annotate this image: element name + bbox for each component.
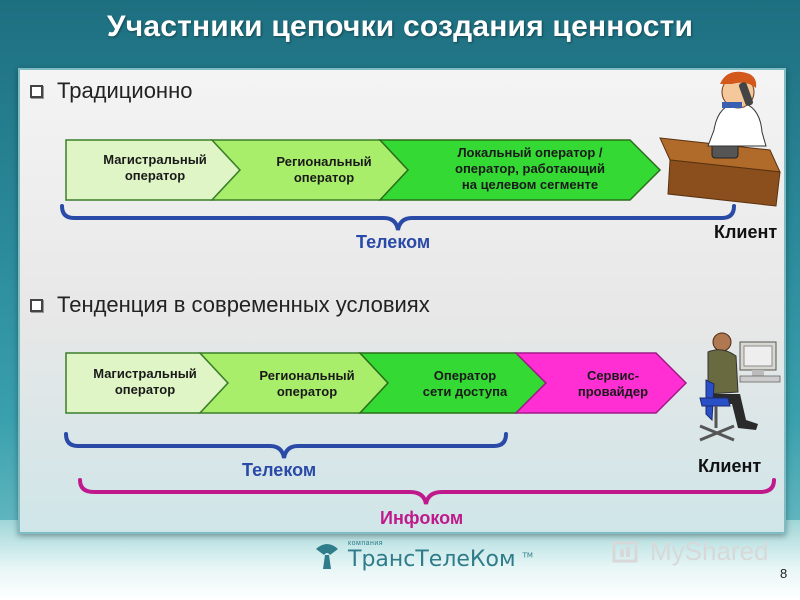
watermark-text: MyShared (650, 536, 769, 566)
infocom-label: Инфоком (380, 508, 464, 528)
myshared-logo-icon (612, 541, 638, 562)
page-title: Участники цепочки создания ценности (106, 10, 694, 43)
ttk-logo: компания ТрансТелеКом TM (312, 540, 533, 572)
telecom-label-traditional: Телеком (356, 232, 431, 252)
client-label-modern: Клиент (698, 456, 762, 476)
chevron-traditional-3 (378, 139, 662, 201)
section-heading-modern: Тенденция в современных условиях (57, 292, 430, 317)
chain-modern-label-1: Магистральный оператор (93, 366, 197, 397)
telecom-label-modern: Телеком (242, 460, 317, 480)
checkbox-bullet-icon (30, 298, 43, 312)
section-heading-traditional: Традиционно (57, 78, 193, 103)
brace-telecom-modern (64, 432, 508, 459)
chain-traditional-label-2: Региональный оператор (276, 154, 372, 185)
chain-modern-label-4: Сервис- провайдер (577, 368, 649, 399)
brace-telecom-traditional (60, 204, 736, 231)
chain-modern-label-3: Оператор сети доступа (422, 368, 508, 399)
chevron-modern-4 (514, 352, 688, 414)
logo-tm: TM (522, 551, 533, 560)
brace-infocom (78, 478, 776, 505)
bullet-modern: Тенденция в современных условиях (30, 292, 430, 318)
logo-small-text: компания (348, 540, 384, 547)
chain-traditional-label-1: Магистральный оператор (103, 152, 207, 183)
bullet-traditional: Традиционно (30, 78, 192, 104)
person-at-computer-icon (699, 332, 781, 442)
chain-traditional-label-3: Локальный оператор / оператор, работающи… (455, 145, 605, 192)
ttk-logo-icon (316, 544, 338, 569)
person-on-phone-icon (659, 71, 781, 207)
logo-main-text: ТрансТелеКом (348, 547, 516, 572)
chain-modern-label-2: Региональный оператор (259, 368, 355, 399)
client-label-traditional: Клиент (714, 222, 778, 242)
page-number: 8 (780, 566, 788, 581)
myshared-watermark: MyShared (612, 536, 769, 567)
checkbox-bullet-icon (30, 84, 43, 98)
